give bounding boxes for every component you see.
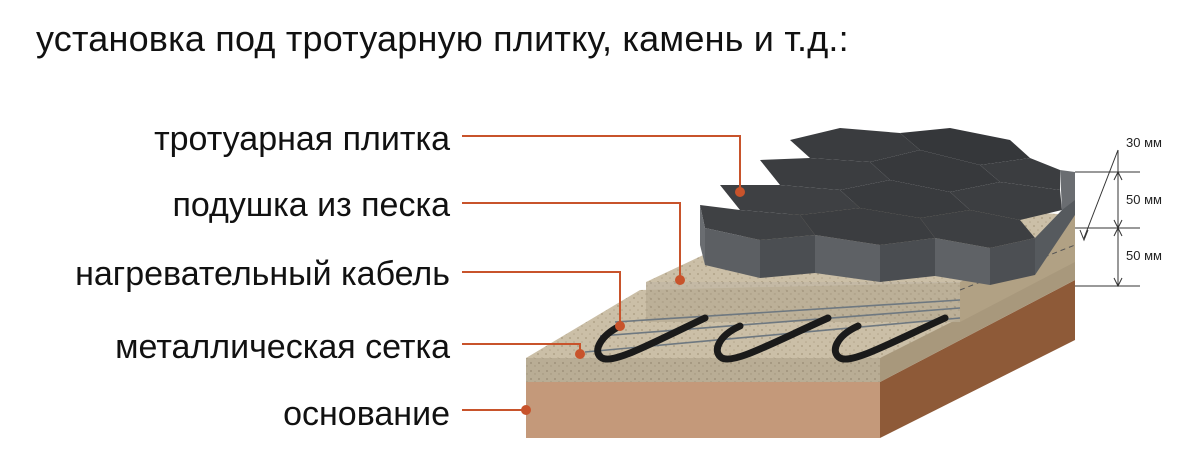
leader-lines bbox=[462, 135, 741, 411]
leader-dot-tile bbox=[735, 187, 745, 197]
label-paving-tile: тротуарная плитка bbox=[154, 120, 450, 158]
label-base: основание bbox=[283, 395, 450, 433]
page-title: установка под тротуарную плитку, камень … bbox=[36, 18, 849, 59]
leader-dot-mesh bbox=[575, 349, 585, 359]
heating-cable bbox=[594, 314, 949, 363]
base-layer bbox=[526, 280, 1075, 438]
leader-dot-sand bbox=[675, 275, 685, 285]
dimension-label-30mm: 30 мм bbox=[1126, 135, 1162, 150]
dimension-label-50mm-upper: 50 мм bbox=[1126, 192, 1162, 207]
paving-tiles bbox=[700, 128, 1075, 285]
leader-dot-base bbox=[521, 405, 531, 415]
dimension-label-50mm-lower: 50 мм bbox=[1126, 248, 1162, 263]
leader-dots bbox=[521, 187, 745, 415]
dimension-lines bbox=[1075, 149, 1140, 288]
label-heating-cable: нагревательный кабель bbox=[75, 255, 450, 293]
label-sand-cushion: подушка из песка bbox=[172, 186, 450, 224]
leader-dot-cable bbox=[615, 321, 625, 331]
label-metal-mesh: металлическая сетка bbox=[115, 328, 450, 366]
